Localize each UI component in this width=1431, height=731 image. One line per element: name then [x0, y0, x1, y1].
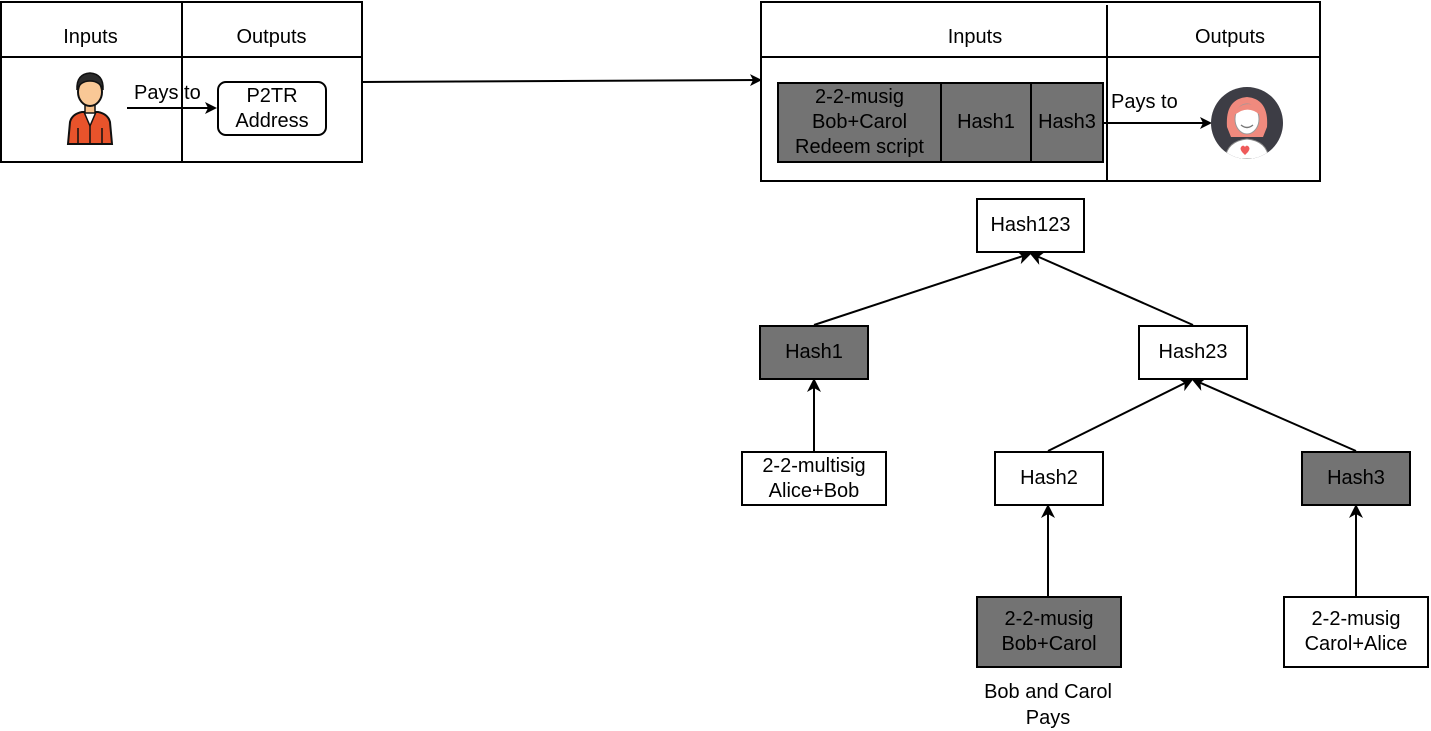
tx1-pays-to-label: Pays to	[134, 82, 201, 104]
tree-root-node: Hash123	[976, 198, 1085, 253]
edge-hash1-root	[813, 250, 1032, 326]
redeem-script-cell: 2-2-musig Bob+Carol Redeem script	[777, 82, 942, 163]
tx1-outputs-header: Outputs	[236, 26, 307, 48]
tree-hash1-node: Hash1	[759, 325, 869, 380]
tree-leaf-musig-bob-carol: 2-2-musig Bob+Carol	[976, 596, 1122, 668]
tx2-inputs-header: Inputs	[947, 26, 1003, 48]
tx1-inputs-header: Inputs	[63, 26, 118, 48]
tree-leaf-musig-carol-alice: 2-2-musig Carol+Alice	[1283, 596, 1429, 668]
tree-hash2-node: Hash2	[994, 451, 1104, 506]
tx2-column-divider	[1106, 5, 1108, 182]
edge-hash23-root	[1029, 252, 1194, 326]
tx2-header-divider	[760, 56, 1321, 58]
proof-hash3-cell: Hash3	[1030, 82, 1104, 163]
proof-hash1-cell: Hash1	[940, 82, 1032, 163]
tree-hash23-node: Hash23	[1138, 325, 1248, 380]
woman-avatar-icon	[1211, 87, 1283, 159]
man-avatar-icon	[64, 70, 116, 146]
edge-hash3-hash23	[1191, 378, 1357, 452]
p2tr-address-box: P2TR Address	[217, 81, 327, 136]
edge-hash2-hash23	[1047, 378, 1194, 452]
tree-leaf-multisig-alice-bob: 2-2-multisig Alice+Bob	[741, 451, 887, 506]
tx1-column-divider	[181, 1, 183, 163]
tx2-pays-to-label: Pays to	[1111, 91, 1178, 113]
spend-caption: Bob and Carol Pays	[984, 681, 1112, 729]
tree-hash3-node: Hash3	[1301, 451, 1411, 506]
tx2-outputs-header: Outputs	[1194, 26, 1266, 48]
